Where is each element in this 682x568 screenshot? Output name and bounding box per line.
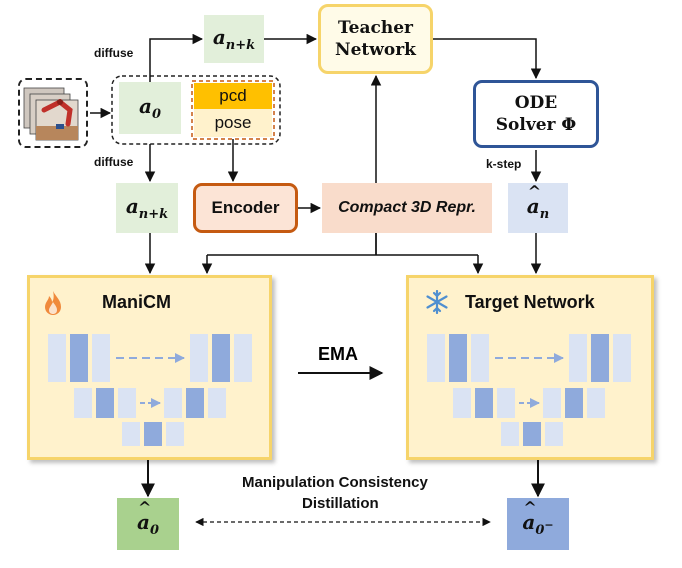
arrow-teacher-to-ode: [433, 38, 542, 80]
arrow-diffuse-top: [149, 33, 204, 82]
observation-group-border: [111, 75, 281, 145]
output-hat-a0: ^a0: [117, 498, 179, 550]
compact-3d-repr-box: Compact 3D Repr.: [322, 183, 492, 233]
manicm-title: ManiCM: [102, 292, 171, 312]
target-network-panel: Target Network: [406, 275, 654, 460]
diffuse-label-top: diffuse: [94, 46, 134, 60]
target-unet: [427, 334, 631, 446]
target-network-title: Target Network: [465, 292, 595, 312]
action-hat-n: ^an: [508, 182, 568, 233]
distillation-label-line1: Manipulation Consistency: [242, 474, 428, 491]
robot-scene-image: [18, 78, 88, 148]
action-noisy-top: an+k: [204, 15, 264, 63]
manicm-panel: ManiCM: [27, 275, 272, 460]
manicm-unet: [48, 334, 252, 446]
snowflake-icon: [426, 290, 448, 314]
pcd-block: pcd: [194, 83, 272, 109]
encoder-box: Encoder: [193, 183, 298, 233]
action-clean: a0: [119, 82, 181, 134]
action-noisy-left: an+k: [116, 183, 178, 233]
fire-icon: [45, 291, 61, 315]
diffuse-label-bottom: diffuse: [94, 155, 134, 169]
pose-block: pose: [194, 109, 272, 137]
distillation-label-line2: Distillation: [302, 495, 379, 512]
ema-label: EMA: [318, 344, 358, 364]
k-step-label: k-step: [486, 157, 522, 171]
output-hat-a0-minus: ^a0−: [507, 498, 569, 550]
